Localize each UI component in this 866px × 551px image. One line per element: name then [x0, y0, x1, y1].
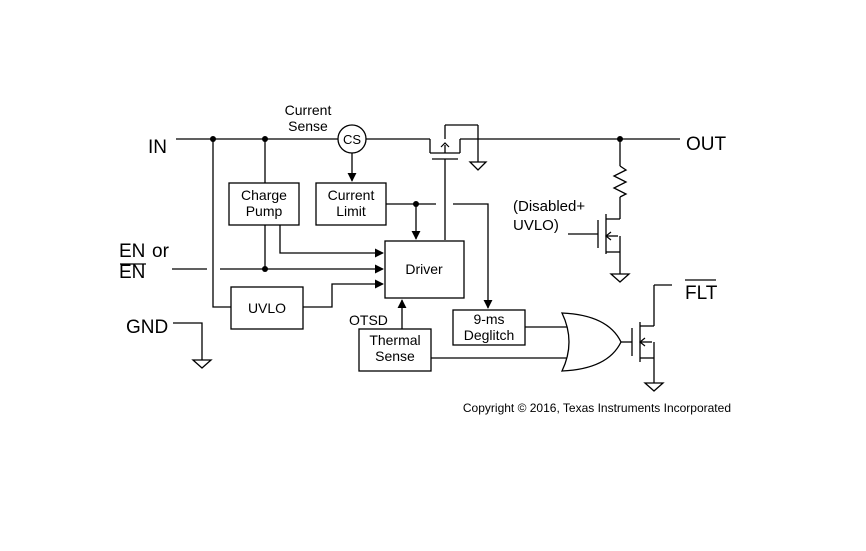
disabled-label-2: UVLO): [513, 217, 559, 234]
current-limit-block: [315, 182, 387, 226]
driver-label: Driver: [405, 261, 443, 277]
thermal-sense-label-1: Thermal: [369, 332, 420, 348]
disabled-label-1: (Disabled+: [513, 198, 585, 215]
gnd-wire: [173, 322, 203, 360]
otsd-label: OTSD: [349, 312, 388, 328]
pin-in-label: IN: [148, 137, 167, 158]
copyright-text: Copyright © 2016, Texas Instruments Inco…: [463, 401, 731, 415]
pin-flt-label: FLT: [685, 283, 718, 304]
charge-pump-label-2: Pump: [246, 203, 283, 219]
current-sense-label-2: Sense: [288, 118, 328, 134]
uvlo-to-driver-wire: [303, 279, 384, 308]
charge-pump-label-1: Charge: [241, 187, 287, 203]
driver-block: [384, 240, 465, 299]
pin-en-bar-label: EN: [119, 262, 145, 283]
chargepump-to-driver-wire: [279, 225, 384, 258]
current-limit-label-1: Current: [328, 187, 375, 203]
pass-fet-icon: [429, 124, 488, 240]
cs-label: CS: [343, 132, 361, 147]
current-sense-label-1: Current: [285, 102, 332, 118]
current-limit-label-2: Limit: [336, 203, 366, 219]
deglitch-label-2: Deglitch: [464, 327, 515, 343]
pin-en-or-label: or: [152, 241, 170, 262]
charge-pump-block: [228, 182, 300, 226]
thermal-sense-label-2: Sense: [375, 348, 415, 364]
pin-gnd-label: GND: [126, 317, 168, 338]
thermal-sense-block: [358, 328, 432, 372]
in-to-uvlo-wire: [212, 139, 231, 308]
gnd-symbol-icon: [191, 359, 213, 369]
uvlo-label: UVLO: [248, 300, 286, 316]
deglitch-label-1: 9-ms: [473, 311, 504, 327]
uvlo-block: [230, 286, 304, 330]
deglitch-block: [452, 309, 526, 346]
flt-fet-icon: [621, 284, 672, 392]
out-discharge-fet-icon: [568, 139, 631, 283]
pin-out-label: OUT: [686, 134, 727, 155]
or-gate-icon: [560, 312, 622, 372]
limit-to-deglitch-wire: [453, 203, 493, 309]
pin-en-label: EN: [119, 241, 145, 262]
